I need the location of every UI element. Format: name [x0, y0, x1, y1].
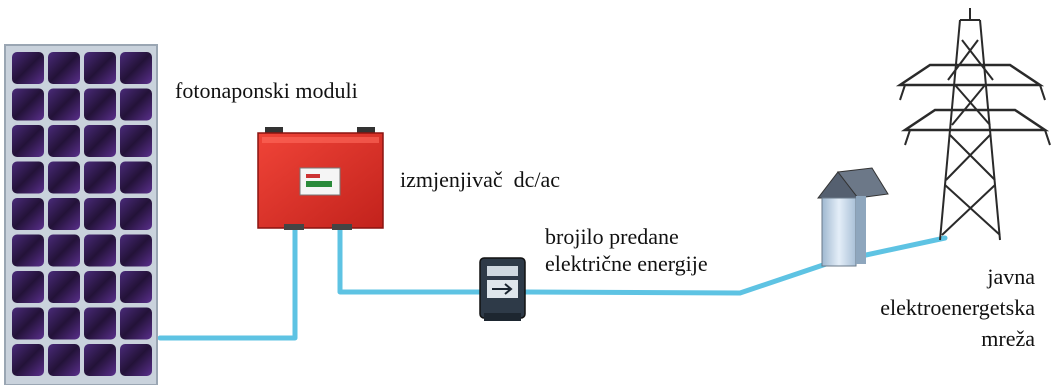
solar-cell [120, 52, 152, 84]
label-grid-line3: mreža [981, 326, 1035, 351]
transmission-tower [895, 8, 1051, 241]
solar-cell [48, 307, 80, 340]
solar-cell [120, 125, 152, 157]
label-grid-line1: javna [986, 264, 1035, 289]
solar-cell [120, 344, 152, 376]
solar-cell [84, 307, 116, 340]
solar-cell [84, 234, 116, 267]
solar-cell [12, 234, 44, 267]
cables [157, 223, 948, 341]
label-pv-modules: fotonaponski moduli [175, 78, 358, 103]
cable-panel-to-inverter [157, 223, 298, 341]
solar-cell [84, 88, 116, 121]
meter-arrow-icon [492, 283, 513, 295]
solar-cell [48, 161, 80, 194]
solar-cell [12, 344, 44, 376]
solar-cell [48, 271, 80, 303]
solar-cell [12, 307, 44, 340]
solar-cell [84, 344, 116, 376]
solar-cell [84, 198, 116, 230]
solar-cell [120, 161, 152, 194]
cable-meter-to-house [522, 259, 835, 296]
solar-cell [12, 88, 44, 121]
solar-cell [48, 344, 80, 376]
house [816, 167, 889, 267]
solar-cell [12, 198, 44, 230]
solar-cell [12, 125, 44, 157]
solar-cell [48, 234, 80, 267]
solar-cells [12, 52, 152, 376]
solar-cell [120, 88, 152, 121]
solar-cell [120, 198, 152, 230]
solar-cell [84, 271, 116, 303]
solar-cell [48, 88, 80, 121]
solar-cell [12, 52, 44, 84]
cable-inverter-to-meter [337, 223, 483, 295]
solar-cell [48, 198, 80, 230]
solar-cell [48, 125, 80, 157]
label-meter-line1: brojilo predane [545, 224, 679, 249]
energy-meter [479, 257, 526, 321]
solar-cell [48, 52, 80, 84]
inverter [257, 127, 384, 230]
solar-cell [120, 307, 152, 340]
solar-cell [84, 161, 116, 194]
label-meter-line2: električne energije [545, 251, 708, 276]
solar-cell [120, 271, 152, 303]
label-grid-line2: elektroenergetska [880, 295, 1035, 320]
solar-cell [84, 52, 116, 84]
solar-cell [12, 271, 44, 303]
solar-cell [120, 234, 152, 267]
solar-panel [4, 44, 158, 385]
cable-house-to-tower [849, 235, 948, 261]
solar-cell [12, 161, 44, 194]
solar-cell [84, 125, 116, 157]
label-inverter: izmjenjivač dc/ac [400, 167, 560, 192]
